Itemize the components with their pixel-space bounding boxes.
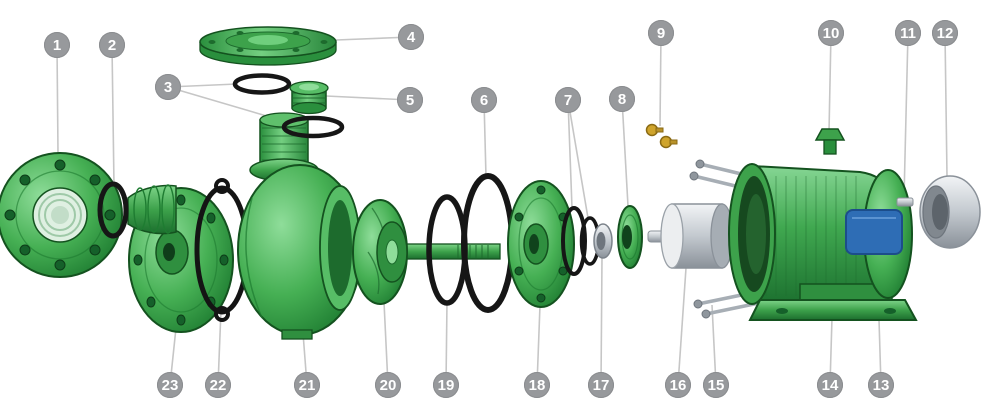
callout-3: 3 (155, 74, 181, 100)
rear-end-cap-part (919, 175, 981, 249)
top-cover-flange-part (199, 26, 337, 66)
threaded-plug-part (289, 80, 329, 115)
callout-15: 15 (703, 372, 729, 398)
callout-17: 17 (588, 372, 614, 398)
o-ring-6-part (461, 173, 515, 313)
callout-23: 23 (157, 372, 183, 398)
mechanical-seal-part (593, 223, 613, 259)
callout-4: 4 (398, 24, 424, 50)
callout-13: 13 (868, 372, 894, 398)
suction-flange-part (0, 152, 123, 278)
motor-base-part (748, 283, 918, 321)
seal-plate-part (507, 180, 575, 308)
callout-7: 7 (555, 87, 581, 113)
motor-front-flange-part (728, 163, 776, 305)
callout-8: 8 (609, 86, 635, 112)
brass-fittings-part (645, 123, 678, 149)
o-ring-2-part (97, 181, 129, 239)
callout-12: 12 (932, 20, 958, 46)
retaining-disc-part (617, 205, 643, 269)
callout-20: 20 (375, 372, 401, 398)
callout-1: 1 (44, 32, 70, 58)
callout-21: 21 (294, 372, 320, 398)
terminal-box-part (845, 209, 903, 255)
callout-18: 18 (524, 372, 550, 398)
o-ring-3b-part (281, 115, 345, 139)
callout-11: 11 (895, 20, 921, 46)
top-cap-part (814, 128, 846, 155)
callout-9: 9 (648, 20, 674, 46)
callout-6: 6 (471, 87, 497, 113)
callout-22: 22 (205, 372, 231, 398)
hose-barb-connector-part (127, 184, 177, 235)
callout-5: 5 (397, 87, 423, 113)
callout-14: 14 (817, 372, 843, 398)
pump-casing-part (237, 112, 363, 340)
o-ring-7a-part (561, 206, 587, 276)
callout-16: 16 (665, 372, 691, 398)
o-ring-3a-part (232, 73, 292, 95)
shaft-key-part (896, 197, 914, 207)
callout-2: 2 (99, 32, 125, 58)
rotor-cylinder-part (647, 203, 734, 269)
callout-19: 19 (433, 372, 459, 398)
callout-10: 10 (818, 20, 844, 46)
